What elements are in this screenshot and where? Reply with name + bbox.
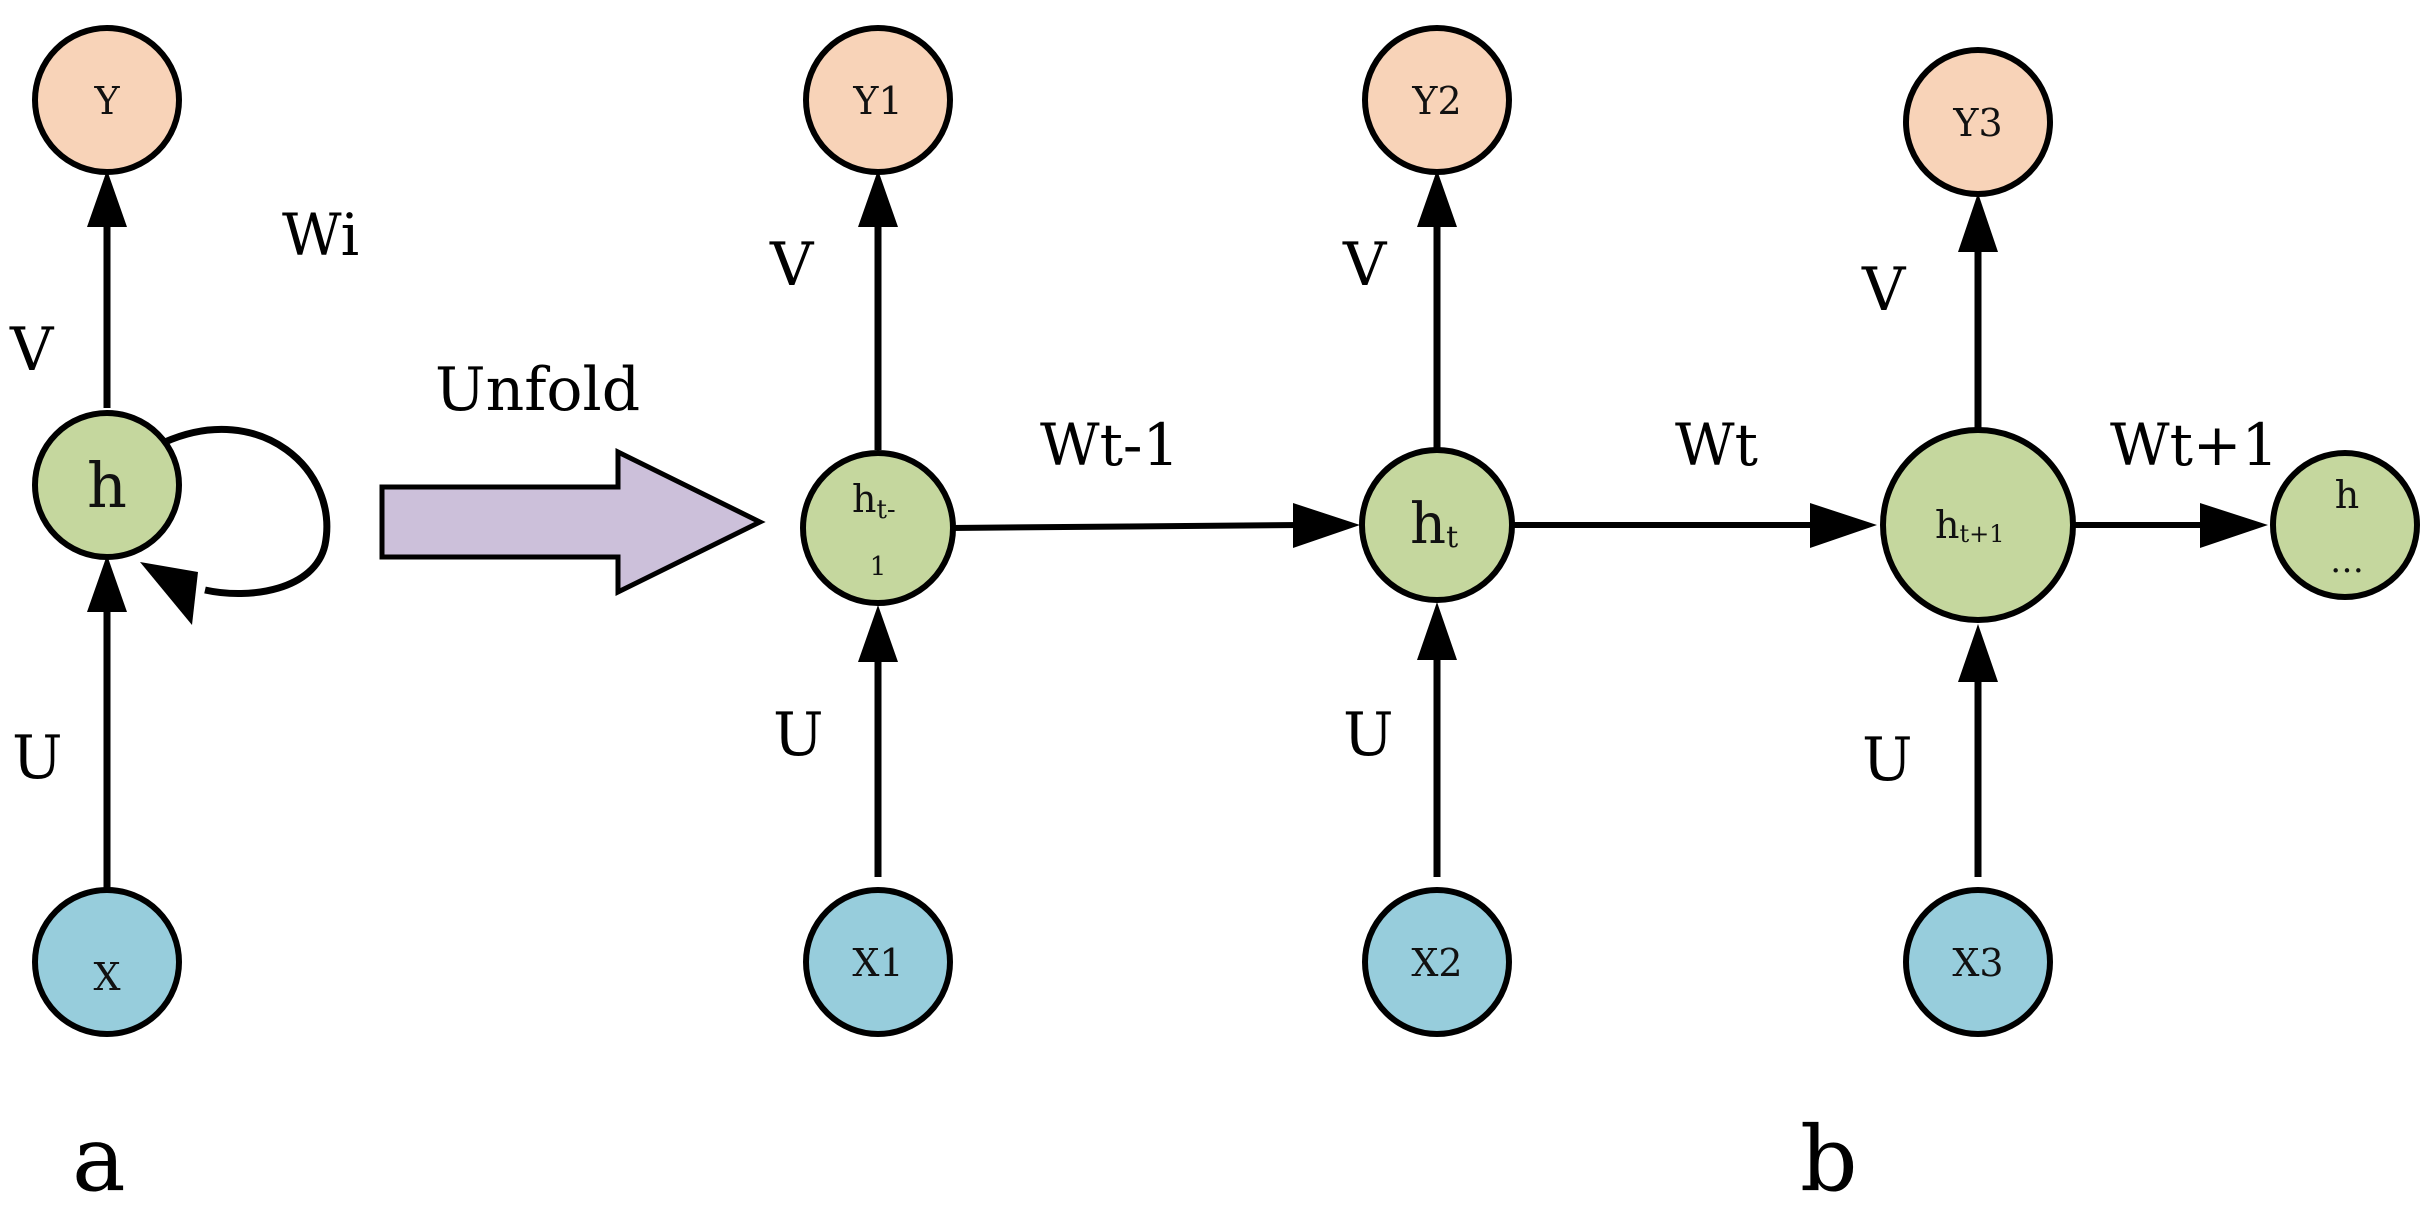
input-node-x3 — [1903, 887, 2053, 1037]
weight-label-v: V — [9, 315, 55, 385]
input-node-x3-label: X3 — [1952, 941, 2003, 985]
hidden-node-h-t-plus-1 — [1880, 427, 2076, 623]
output-node-y-label: Y — [93, 79, 120, 123]
arrowhead-h3-to-y3 — [1958, 193, 1998, 252]
output-node-y1-label: Y1 — [852, 79, 902, 123]
arrowhead-h2-to-y2 — [1417, 170, 1457, 227]
hidden-node-h-t-plus-1-label: ht+1 — [1935, 503, 2005, 548]
weight-label-u-step3: U — [1862, 725, 1913, 795]
hidden-node-h-t-minus-1-base: h — [852, 477, 876, 521]
hidden-node-h — [32, 410, 182, 560]
hidden-node-h-t-minus-1 — [800, 450, 956, 606]
arrowhead-h3-to-h4 — [2200, 503, 2268, 548]
hidden-node-trailing-bottom: … — [2330, 541, 2364, 581]
arrowhead-x2-to-h2 — [1417, 602, 1457, 660]
weight-label-v-step3: V — [1861, 255, 1907, 325]
unfold-label: Unfold — [435, 355, 640, 425]
weight-label-u-step1: U — [773, 700, 824, 770]
hidden-node-h-t-minus-1-label: ht- — [852, 477, 896, 525]
input-node-x2 — [1362, 887, 1512, 1037]
arrowhead-h1-to-y1 — [858, 170, 898, 227]
arrowhead-h1-to-h2 — [1293, 503, 1360, 548]
output-node-y — [32, 25, 182, 175]
hidden-node-h-t-label: ht — [1410, 492, 1458, 557]
output-node-y3 — [1903, 47, 2053, 197]
unfold-arrow-group: Unfold — [379, 355, 766, 597]
input-node-x — [32, 887, 182, 1037]
panel-a: Y h X V U Wi a — [9, 25, 359, 1206]
self-loop-arrowhead — [140, 562, 198, 625]
input-node-x2-label: X2 — [1411, 941, 1462, 985]
weight-label-v-step2: V — [1342, 230, 1388, 300]
output-node-y2-label: Y2 — [1411, 79, 1461, 123]
panel-b: Y1 Y2 Y3 ht- 1 ht ht+1 h … X1 X2 X3 V U — [769, 25, 2420, 1206]
weight-label-u-step2: U — [1343, 700, 1394, 770]
hidden-node-h-label: h — [87, 449, 127, 522]
input-node-x1-label: X1 — [852, 941, 903, 985]
hidden-node-h-t-minus-1-sub2: 1 — [870, 552, 887, 582]
unfold-arrow — [379, 447, 766, 597]
hidden-node-h-t-base: h — [1410, 492, 1446, 557]
weight-label-wt-minus-1: Wt-1 — [1040, 411, 1179, 479]
weight-label-wt: Wt — [1675, 411, 1758, 479]
self-loop — [163, 426, 331, 598]
hidden-node-trailing — [2270, 450, 2420, 600]
panel-label-b: b — [1800, 1107, 1858, 1206]
arrowhead-x3-to-h3 — [1958, 624, 1998, 682]
weight-label-v-step1: V — [769, 230, 815, 300]
arrowhead-x-to-h — [87, 555, 127, 612]
weight-label-wi: Wi — [282, 201, 359, 269]
input-node-x1 — [803, 887, 953, 1037]
panel-label-a: a — [72, 1107, 126, 1206]
output-node-y1 — [803, 25, 953, 175]
hidden-node-trailing-top: h — [2335, 473, 2359, 517]
arrowhead-x1-to-h1 — [858, 605, 898, 662]
hidden-node-h-t-plus-1-sub: t+1 — [1959, 520, 2004, 548]
hidden-node-h-t-sub: t — [1446, 520, 1458, 555]
hidden-node-h-t-minus-1-sub: t- — [876, 495, 895, 525]
input-node-x-label: X — [93, 955, 120, 999]
hidden-node-h-t-plus-1-base: h — [1935, 503, 1959, 547]
hidden-node-h-t — [1359, 447, 1515, 603]
arrowhead-h-to-y — [87, 170, 127, 227]
arrowhead-h2-to-h3 — [1810, 503, 1877, 548]
output-node-y3-label: Y3 — [1952, 101, 2002, 145]
weight-label-wt-plus-1: Wt+1 — [2110, 411, 2278, 479]
weight-label-u: U — [12, 723, 63, 793]
output-node-y2 — [1362, 25, 1512, 175]
edge-h1-to-h2 — [949, 522, 1301, 531]
